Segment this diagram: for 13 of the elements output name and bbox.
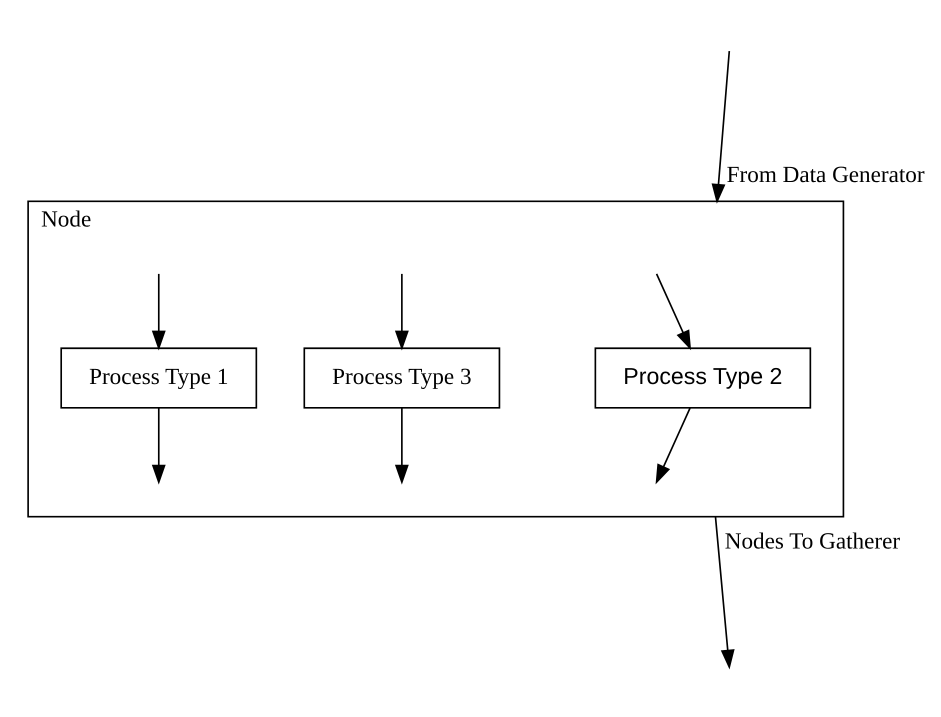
arrow bbox=[712, 50, 730, 204]
arrow bbox=[152, 273, 166, 350]
arrow bbox=[394, 273, 409, 350]
node-box: Process Type 1 bbox=[60, 346, 258, 408]
arrow bbox=[656, 407, 691, 484]
arrow bbox=[656, 273, 692, 350]
arrow bbox=[152, 408, 166, 484]
node-box: Process Type 2 bbox=[594, 346, 812, 408]
arrow bbox=[714, 516, 735, 670]
node-box: Process Type 3 bbox=[303, 346, 500, 408]
edge-label: From Data Generator bbox=[726, 161, 925, 188]
edge-label: Nodes To Gatherer bbox=[724, 528, 900, 554]
arrow bbox=[394, 408, 409, 484]
